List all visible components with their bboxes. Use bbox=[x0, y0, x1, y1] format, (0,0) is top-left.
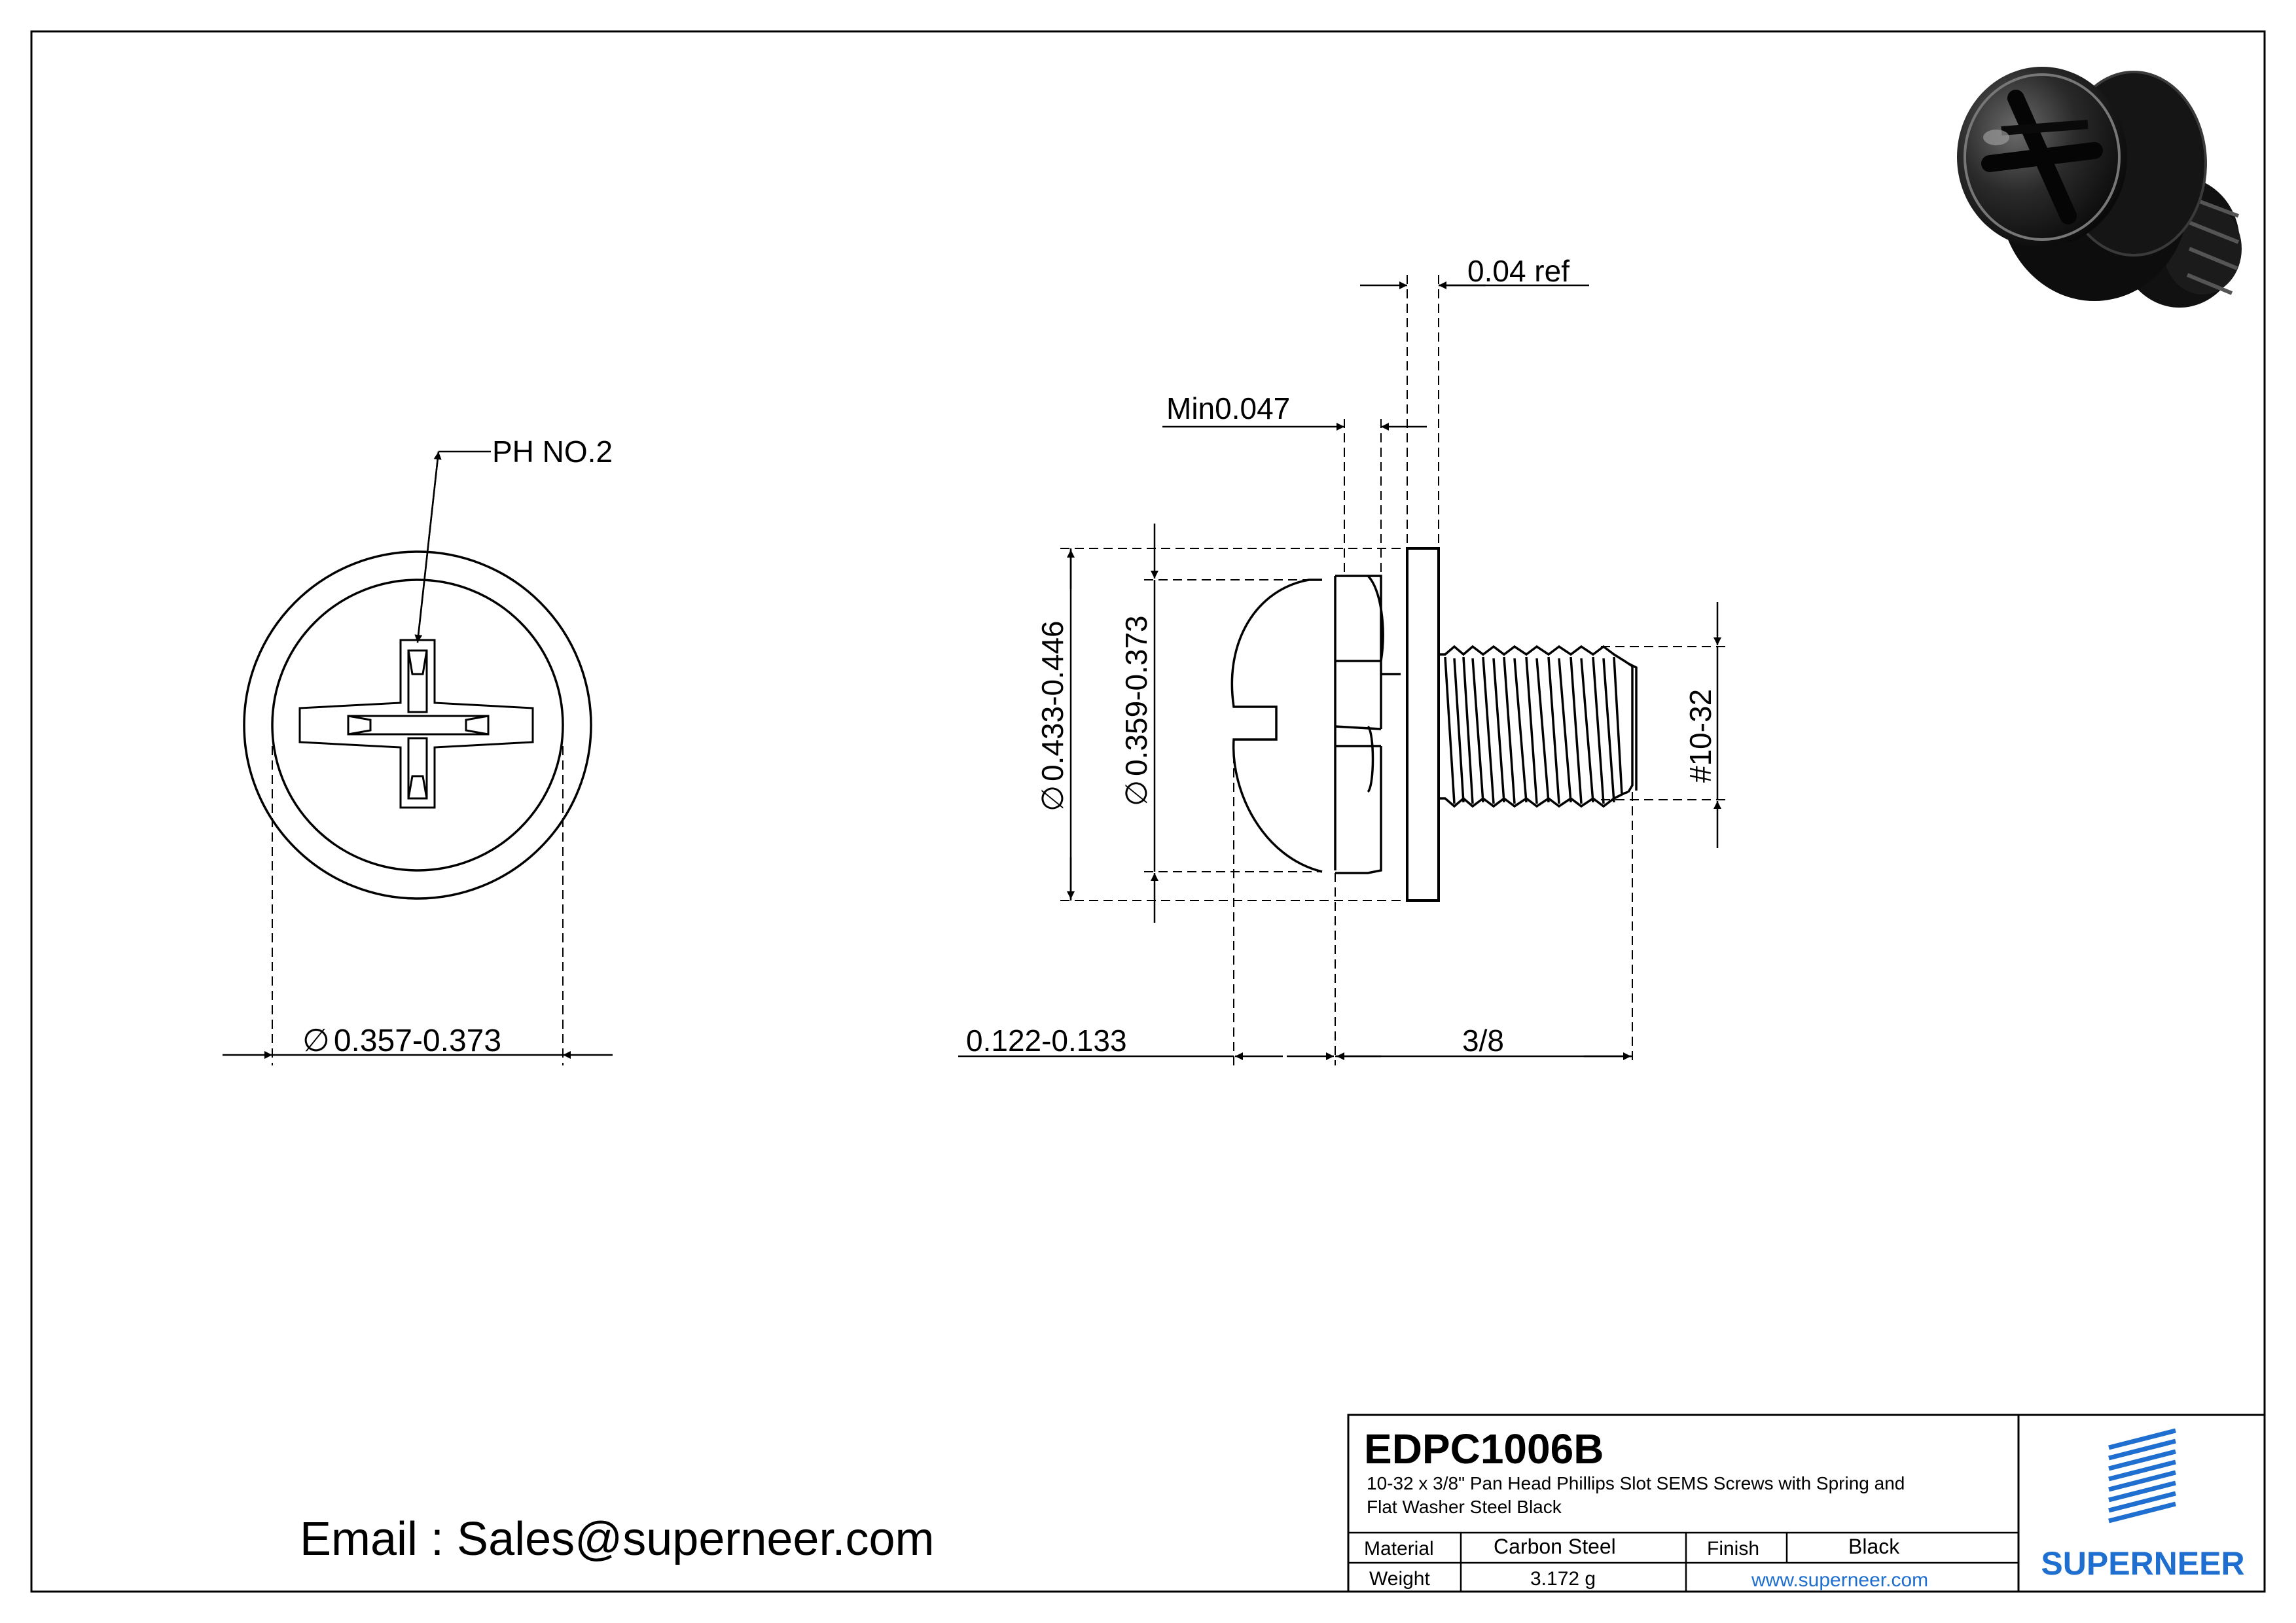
website-link[interactable]: www.superneer.com bbox=[1751, 1569, 1928, 1591]
spring-washer bbox=[1334, 575, 1401, 874]
head-diameter-dim: 0.359-0.373 bbox=[1119, 615, 1153, 776]
weight-value: 3.172 g bbox=[1530, 1568, 1596, 1590]
description-line-1: 10-32 x 3/8" Pan Head Phillips Slot SEMS… bbox=[1367, 1473, 1905, 1493]
side-view: 0.04 ref Min0.047 ∅ 0.433-0.446 ∅ 0.359-0.… bbox=[958, 254, 1728, 1065]
phillips-recess bbox=[298, 639, 534, 809]
contact-email: Email : Sales@superneer.com bbox=[300, 1513, 935, 1565]
front-diameter-value: 0.357-0.373 bbox=[334, 1024, 501, 1058]
length-dim: 3/8 bbox=[1462, 1024, 1504, 1058]
material-value: Carbon Steel bbox=[1494, 1535, 1616, 1558]
thread-body bbox=[1439, 645, 1638, 808]
weight-label: Weight bbox=[1369, 1568, 1430, 1590]
description-line-2: Flat Washer Steel Black bbox=[1367, 1497, 1562, 1517]
finish-label: Finish bbox=[1707, 1538, 1759, 1560]
title-block: EDPC1006B 10-32 x 3/8" Pan Head Phillips… bbox=[1347, 1414, 2266, 1593]
recess-callout: PH NO.2 bbox=[492, 435, 613, 469]
sheet-border bbox=[30, 30, 2266, 1593]
washer-ref-dim: 0.04 ref bbox=[1467, 254, 1570, 288]
svg-text:∅0.359-0.373: ∅ 0.359-0.373 bbox=[1119, 615, 1153, 806]
diameter-symbol: ∅ bbox=[302, 1024, 330, 1058]
head-height-dim: 0.122-0.133 bbox=[966, 1024, 1127, 1058]
front-view: PH NO.2 ∅0.357-0.373 bbox=[223, 435, 613, 1065]
svg-text:∅0.433-0.446: ∅ 0.433-0.446 bbox=[1035, 620, 1069, 812]
part-number: EDPC1006B bbox=[1364, 1425, 1604, 1472]
flat-washer bbox=[1406, 547, 1440, 902]
thread-size-dim: #10-32 bbox=[1683, 689, 1717, 783]
spring-washer-min-dim: Min0.047 bbox=[1166, 391, 1290, 425]
material-label: Material bbox=[1364, 1538, 1434, 1560]
svg-text:∅0.357-0.373: ∅0.357-0.373 bbox=[302, 1024, 501, 1058]
brand-name: SUPERNEER bbox=[2041, 1545, 2244, 1582]
finish-value: Black bbox=[1848, 1535, 1900, 1558]
superneer-logo-icon bbox=[2108, 1428, 2176, 1524]
diameter-symbol-washer: ∅ bbox=[1035, 785, 1069, 812]
screw-3d-render bbox=[1957, 67, 2242, 308]
diameter-symbol-head: ∅ bbox=[1119, 780, 1153, 806]
flat-washer-diameter-dim: 0.433-0.446 bbox=[1035, 620, 1069, 781]
pan-head bbox=[1230, 579, 1323, 873]
